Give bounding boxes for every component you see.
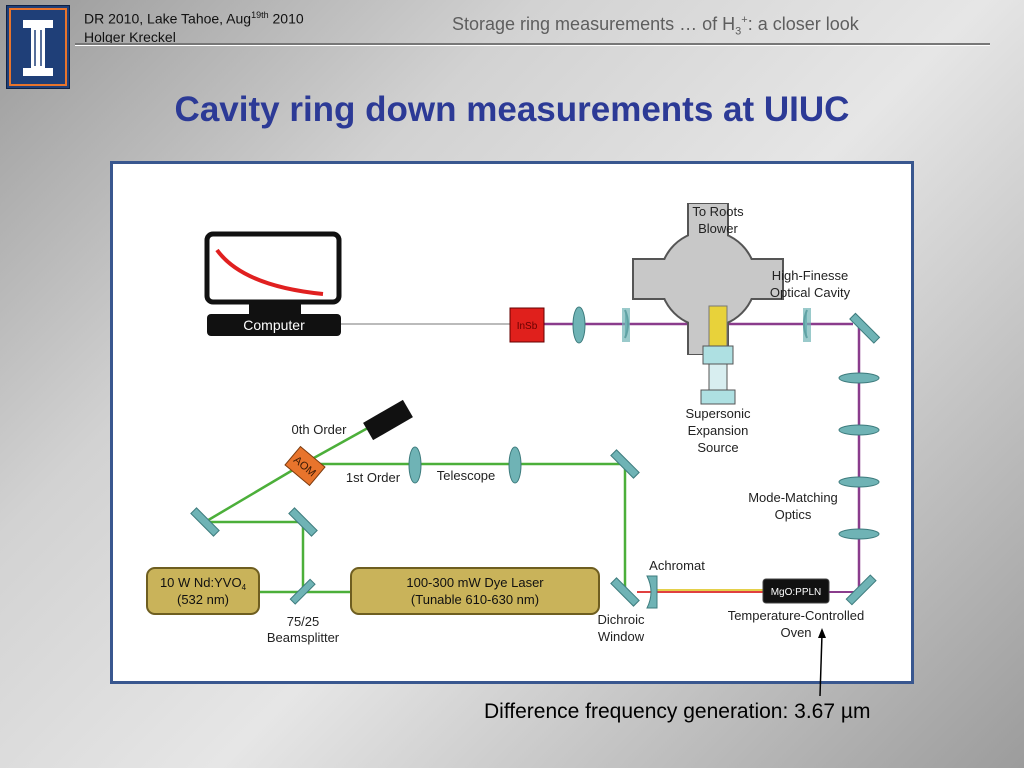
roots-blower-label-2: Blower [698,221,738,236]
slide-title: Cavity ring down measurements at UIUC [174,90,850,129]
mirror-green-mid [288,507,318,537]
optical-cavity [622,203,811,405]
header-divider [75,43,990,45]
author-name: Holger Kreckel [84,28,176,45]
oven-label-2: Oven [780,625,811,640]
setup-diagram-svg: Computer InSb To Roots Blower High-Fi [146,203,881,645]
ppln-label: MgO:PPLN [771,587,822,598]
beamsplitter-label: 75/25 [287,614,320,629]
event-suffix: 2010 [268,10,304,27]
talk-title: Storage ring measurements … of H3+: a cl… [452,14,859,38]
beam-dump [363,399,413,441]
beamsplitter-label-2: Beamsplitter [267,630,340,645]
talk-prefix: Storage ring measurements … of H [452,14,736,34]
achromat-label: Achromat [649,558,705,573]
cavity-label: High-Finesse [772,268,849,283]
mode-matching-label-2: Optics [775,507,812,522]
zeroth-order-label: 0th Order [292,422,348,437]
talk-sub: 3 [735,25,742,38]
caption: Difference frequency generation: 3.67 µm [484,700,871,723]
telescope-label: Telescope [437,468,496,483]
setup-diagram: Computer InSb To Roots Blower High-Fi [110,161,914,684]
mode-matching-lenses [838,372,880,540]
mirror-green-right [610,449,640,479]
ndyvo-laser: 10 W Nd:YVO4 (532 nm) [146,567,260,615]
green-beam-diag [204,462,304,524]
supersonic-label-3: Source [697,440,738,455]
green-beam-zeroth [302,422,376,466]
dichroic-window [610,577,640,607]
first-order-label: 1st Order [346,470,401,485]
insb-label: InSb [517,321,538,332]
ppln-crystal: MgO:PPLN [762,578,830,604]
event-line: DR 2010, Lake Tahoe, Aug19th 2010 [84,6,304,28]
roots-blower-label: To Roots [692,204,744,219]
computer: Computer [204,231,342,336]
beam-paths [204,322,861,594]
dichroic-label-2: Window [598,629,645,644]
dye-laser: 100-300 mW Dye Laser (Tunable 610-630 nm… [350,567,600,615]
caption-arrow [818,628,826,697]
supersonic-label: Supersonic [685,406,751,421]
ndyvo-label-2: (532 nm) [177,592,229,607]
supersonic-label-2: Expansion [688,423,749,438]
talk-suffix: : a closer look [747,14,859,34]
mirror-ir-bottom [845,574,877,606]
ndyvo-label: 10 W Nd:YVO4 [160,575,247,592]
mirror-green-left [190,507,220,537]
event-sup: 19th [251,10,269,20]
event-prefix: DR 2010, Lake Tahoe, Aug [84,10,252,27]
dye-laser-label-2: (Tunable 610-630 nm) [411,592,539,607]
aom: AOM [284,445,326,487]
talk-sup: + [741,14,748,26]
mirror-cavity-out [849,312,881,344]
header-event-info: DR 2010, Lake Tahoe, Aug19th 2010 Holger… [84,6,304,46]
telescope-lens-2 [508,446,522,484]
oven-label: Temperature-Controlled [728,608,865,623]
insb-detector: InSb [509,307,545,343]
mode-matching-label: Mode-Matching [748,490,838,505]
lens-detector [572,306,586,344]
dye-laser-label: 100-300 mW Dye Laser [406,575,544,590]
beamsplitter [289,578,316,605]
cavity-label-2: Optical Cavity [770,285,851,300]
dichroic-label: Dichroic [598,612,645,627]
achromat-lens [646,575,658,609]
computer-label: Computer [243,317,305,333]
university-logo [6,5,70,89]
telescope-lens-1 [408,446,422,484]
